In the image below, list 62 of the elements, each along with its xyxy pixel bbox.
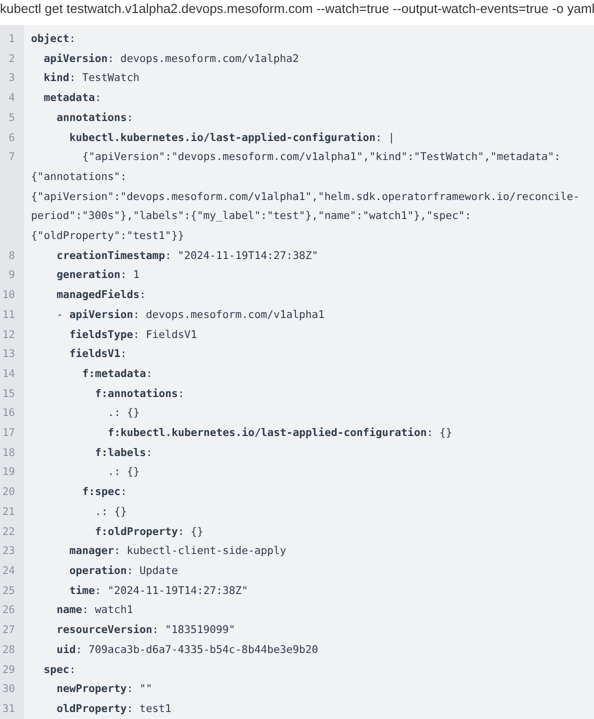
code-line: .: {}: [94, 504, 128, 520]
code-line: fieldsV1:: [68, 347, 128, 362]
code-line: managedFields:: [56, 288, 147, 304]
line-number: 1: [8, 32, 16, 47]
code-line: f:kubectl.kubernetes.io/last-applied-configuration: {}: [106, 426, 454, 442]
line-number: 19: [1, 465, 16, 480]
line-number: 4: [8, 91, 16, 106]
command-text: kubectl get testwatch.v1alpha2.devops.mesoform.com --watch=true --output-watch-events=true -o yaml: [0, 0, 594, 18]
line-number: 16: [1, 406, 16, 422]
code-line: apiVersion: devops.mesoform.com/v1alpha2: [42, 52, 300, 67]
code-line: newProperty: "": [56, 682, 154, 698]
code-line: name: watch1: [56, 603, 134, 618]
line-number: 3: [8, 71, 16, 86]
code-line: uid: 709aca3b-d6a7-4335-b54c-8b44be3e9b20: [56, 642, 320, 658]
code-line: generation: 1: [56, 268, 141, 284]
line-number: 5: [8, 110, 16, 126]
line-number: 2: [8, 52, 16, 67]
code-line: f:labels:: [94, 446, 154, 461]
code-line: oldProperty: test1: [56, 702, 172, 717]
line-number: 21: [1, 504, 16, 520]
code-line: kind: TestWatch: [42, 71, 140, 86]
code-line: kubectl.kubernetes.io/last-applied-configuration: |: [68, 130, 396, 146]
code-line: annotations:: [56, 110, 134, 126]
line-number: 22: [1, 524, 16, 540]
line-number: 20: [1, 485, 16, 500]
line-number: 12: [1, 328, 16, 343]
line-number: 28: [1, 642, 16, 658]
line-number: 11: [1, 308, 16, 323]
code-line: object:: [30, 32, 77, 47]
code-line: .: {}: [106, 406, 141, 422]
code-line: fieldsType: FieldsV1: [68, 328, 198, 343]
line-number: 30: [1, 682, 16, 698]
code-line: f:oldProperty: {}: [94, 524, 204, 540]
line-number: 31: [1, 702, 16, 717]
line-number: 24: [1, 564, 16, 579]
line-number: 15: [1, 386, 16, 402]
code-line: f:spec:: [81, 485, 128, 500]
line-number: 18: [1, 446, 16, 461]
code-line: metadata:: [42, 91, 102, 106]
code-line: spec:: [42, 662, 77, 678]
line-number: 14: [1, 366, 16, 382]
code-line: - apiVersion: devops.mesoform.com/v1alpha1: [56, 308, 326, 323]
code-line: f:metadata:: [81, 366, 154, 382]
line-number: 29: [1, 662, 16, 678]
line-number: 6: [8, 130, 16, 146]
line-number: 7: [8, 150, 16, 166]
code-line: time: "2024-11-19T14:27:38Z": [68, 584, 249, 599]
code-line: .: {}: [106, 465, 141, 480]
line-number: 13: [1, 347, 16, 362]
line-number: 9: [8, 268, 16, 284]
line-number: 26: [1, 603, 16, 618]
line-number: 10: [1, 288, 16, 304]
line-number: 25: [1, 584, 16, 599]
code-line: manager: kubectl-client-side-apply: [68, 544, 288, 560]
line-number: 8: [8, 248, 16, 264]
line-number: 27: [1, 623, 16, 638]
code-line: resourceVersion: "183519099": [56, 623, 236, 638]
line-number: 17: [1, 426, 16, 442]
line-number: 23: [1, 544, 16, 560]
code-line: operation: Update: [68, 564, 179, 579]
code-line: creationTimestamp: "2024-11-19T14:27:38Z": [56, 248, 320, 264]
code-line: f:annotations:: [94, 386, 186, 402]
